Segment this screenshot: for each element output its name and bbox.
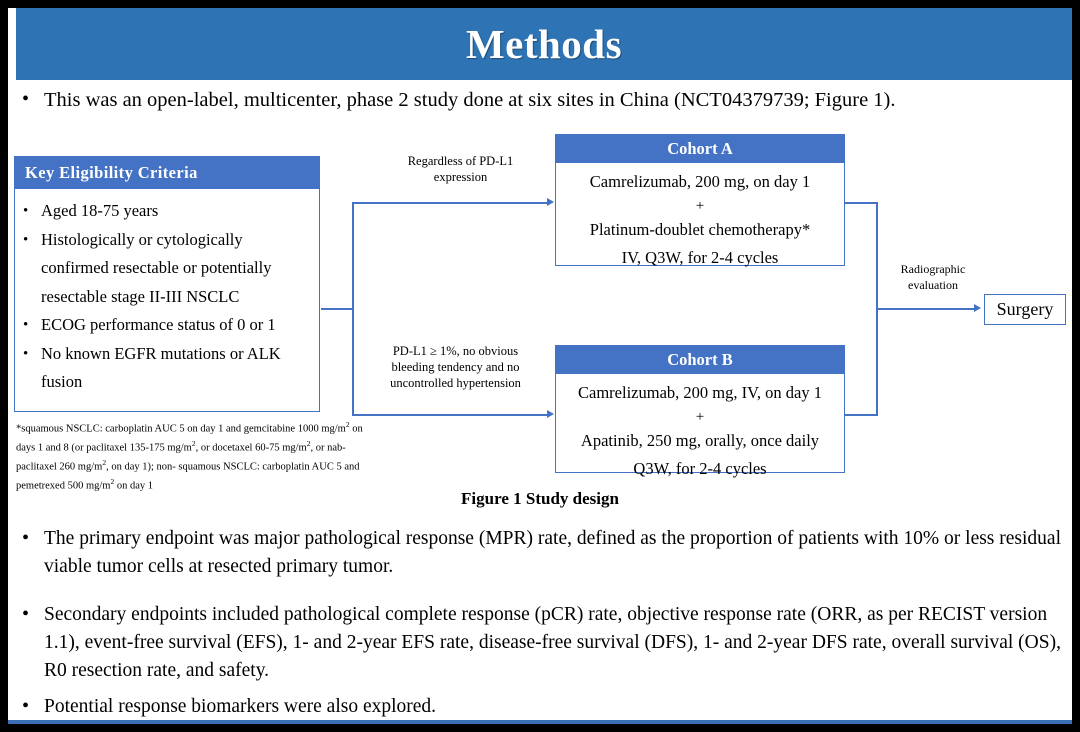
cohort-b-line3: Q3W, for 2-4 cycles [633,459,767,478]
label-radiographic-evaluation: Radiographic evaluation [883,261,983,293]
eligibility-box: Key Eligibility Criteria • Aged 18-75 ye… [14,156,320,412]
connector-stub-cohort-b [845,414,878,416]
eligibility-item-text: No known EGFR mutations or ALK fusion [41,343,281,392]
label-line: uncontrolled hypertension [390,376,521,390]
cohort-b-line1: Camrelizumab, 200 mg, IV, on day 1 [578,383,822,402]
cohort-a-box: Cohort A Camrelizumab, 200 mg, on day 1 … [555,134,845,267]
footnote-sup: 2 [345,420,350,429]
arrow-head-cohort-b [547,410,554,418]
label-line: Regardless of PD-L1 [407,154,514,168]
list-item: • Histologically or cytologically confir… [23,226,313,312]
surgery-label: Surgery [996,299,1054,319]
bullet-glyph: • [23,231,29,248]
label-pdl1-criteria: PD-L1 ≥ 1%, no obvious bleeding tendency… [363,343,548,391]
list-item: • No known EGFR mutations or ALK fusion [23,340,313,397]
bullet-glyph: • [23,345,29,362]
cohort-b-body: Camrelizumab, 200 mg, IV, on day 1 + Apa… [556,374,844,490]
slide-page: Methods • This was an open-label, multic… [8,8,1072,724]
eligibility-item-text: Aged 18-75 years [41,201,159,220]
footnote-line2-c: , or nab-paclitaxel 260 mg/m [16,442,346,473]
arrow-head-surgery [974,304,981,312]
label-line: bleeding tendency and no [391,360,520,374]
footnote-sup: 2 [191,439,196,448]
footnote-line2-d: , on day 1); non- [106,461,176,473]
bullet-biomarkers: • Potential response biomarkers were als… [22,693,1062,721]
figure-footnote: *squamous NSCLC: carboplatin AUC 5 on da… [16,418,366,494]
eligibility-title: Key Eligibility Criteria [15,157,319,189]
bullet-glyph: • [22,88,30,110]
cohort-a-line3: IV, Q3W, for 2-4 cycles [621,248,779,267]
eligibility-list: • Aged 18-75 years • Histologically or c… [15,189,319,401]
bullet-secondary-endpoints: • Secondary endpoints included pathologi… [22,601,1062,685]
footnote-line3-a: squamous NSCLC: carboplatin AUC 5 and pe… [16,461,360,492]
connector-vertical-left [352,203,354,415]
cohort-b-line2: Apatinib, 250 mg, orally, once daily [580,431,820,450]
connector-stub-left [321,308,354,310]
eligibility-item-text: ECOG performance status of 0 or 1 [41,315,276,334]
bullet-glyph: • [22,695,30,717]
arrow-head-cohort-a [547,198,554,206]
footnote-line1-a: *squamous NSCLC: carboplatin AUC 5 on da… [16,423,346,435]
bullet-glyph: • [22,603,30,625]
connector-stub-cohort-a [845,202,878,204]
footnote-line1-b: on days 1 and 8 (or [16,423,363,454]
cohort-a-line1: Camrelizumab, 200 mg, on day 1 [589,172,811,191]
footnote-sup: 2 [110,477,115,486]
cohort-a-title: Cohort A [556,135,844,163]
label-line: Radiographic [900,262,966,276]
lead-bullet-text: This was an open-label, multicenter, pha… [44,89,896,111]
figure-study-design: Key Eligibility Criteria • Aged 18-75 ye… [8,118,1072,508]
footnote-sup: 2 [102,458,107,467]
label-regardless-pdl1: Regardless of PD-L1 expression [373,153,548,185]
cohort-a-plus: + [695,198,705,214]
footnote-sup: 2 [306,439,311,448]
bullet-glyph: • [22,527,30,549]
connector-arrow-bottom-line [352,414,549,416]
lead-bullet: • This was an open-label, multicenter, p… [22,86,1062,114]
cohort-b-plus: + [695,409,705,425]
label-line: PD-L1 ≥ 1%, no obvious [392,344,519,358]
footnote-line3-b: on day 1 [114,480,154,492]
cohort-a-body: Camrelizumab, 200 mg, on day 1 + Platinu… [556,163,844,279]
label-line: expression [433,170,488,184]
eligibility-item-text: Histologically or cytologically confirme… [41,229,272,306]
footnote-line2-a: paclitaxel 135-175 mg/m [86,442,192,454]
bullet-text: Secondary endpoints included pathologica… [44,604,1061,681]
bullet-glyph: • [23,203,29,219]
surgery-box: Surgery [984,294,1066,325]
bullet-primary-endpoint: • The primary endpoint was major patholo… [22,525,1062,581]
cohort-b-box: Cohort B Camrelizumab, 200 mg, IV, on da… [555,345,845,478]
connector-arrow-top-line [352,202,549,204]
bullet-text: The primary endpoint was major pathologi… [44,528,1061,577]
footnote-line2-b: , or docetaxel 60-75 mg/m [195,442,307,454]
header-banner: Methods [16,8,1072,80]
cohort-b-title: Cohort B [556,346,844,374]
list-item: • Aged 18-75 years [23,197,313,226]
list-item: • ECOG performance status of 0 or 1 [23,311,313,340]
bullet-text: Potential response biomarkers were also … [44,696,437,717]
bullet-glyph: • [23,317,29,333]
connector-arrow-surgery-line [876,308,976,310]
figure-caption: Figure 1 Study design [461,489,619,508]
page-title: Methods [465,21,623,67]
cohort-a-line2: Platinum-doublet chemotherapy* [589,220,811,239]
label-line: evaluation [908,278,958,292]
